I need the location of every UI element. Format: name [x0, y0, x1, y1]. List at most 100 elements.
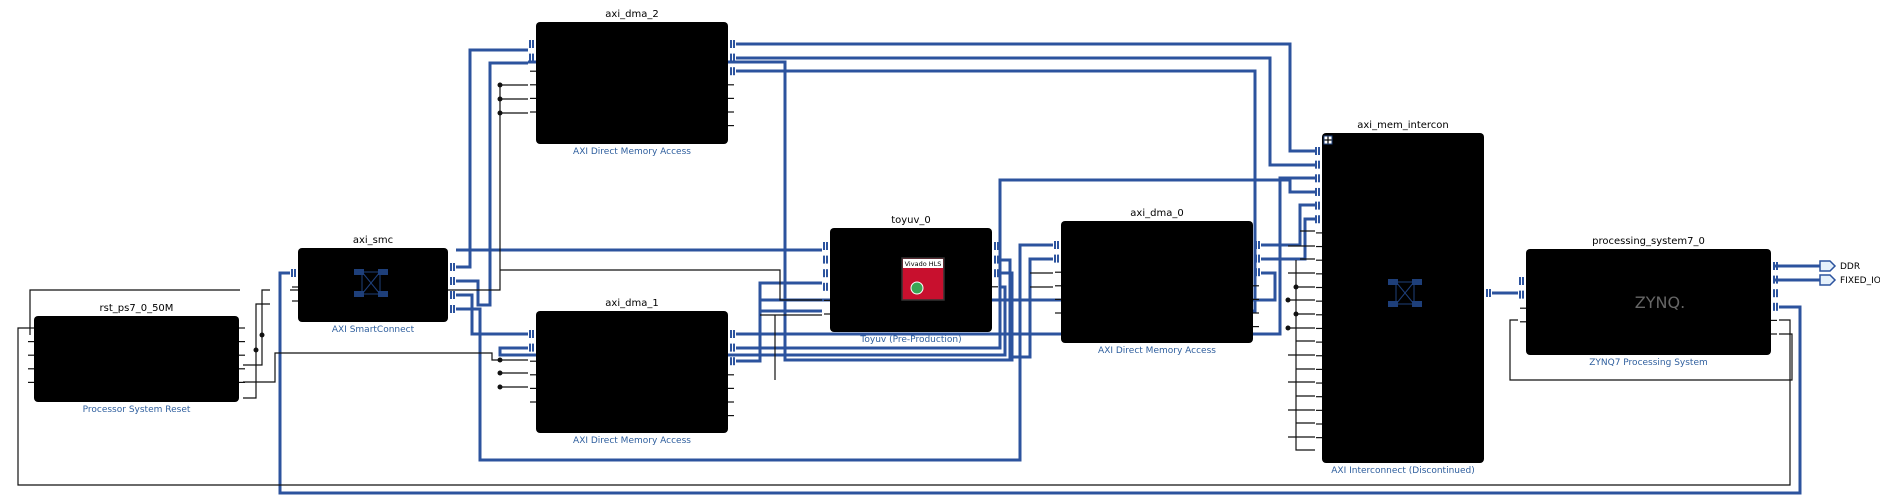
intercon-in-port[interactable]: M00_ARESETN	[1327, 297, 1382, 306]
intercon-in-port[interactable]: S04_ARESETN	[1327, 406, 1380, 415]
axi_dma_2-in-port[interactable]: m_axi_s2mm_aclk	[541, 94, 610, 103]
axi_dma_1-out-port[interactable]: M_AXI_S2MM	[664, 344, 713, 353]
ps7-in-port[interactable]: M_AXI_GP0_ACLK	[1531, 304, 1597, 313]
axi_smc-in-port[interactable]: aresetn	[303, 297, 332, 306]
axi_dma_2-out-port[interactable]: M_AXI_MM2S	[664, 40, 713, 49]
intercon-in-port[interactable]: S04_ACLK	[1327, 393, 1365, 402]
axi_dma_1-in-port[interactable]: axi_resetn	[541, 398, 580, 407]
intercon-in-port[interactable]: ARESETN	[1327, 243, 1362, 252]
toyuv_0-in-port[interactable]: ch_g	[845, 269, 863, 278]
axi_dma_1-in-port[interactable]: s_axi_lite_aclk	[541, 357, 595, 366]
external-port-ddr[interactable]: DDR	[1773, 260, 1860, 272]
ps7-out-port[interactable]: FCLK_RESET0_N	[1705, 330, 1766, 339]
axi_dma_2-in-port[interactable]: S_AXI_LITE	[551, 40, 592, 49]
axi_dma_0-in-port[interactable]: S_AXIS_S2MM	[1076, 255, 1128, 264]
axi_dma_2-in-port[interactable]: S_AXIS_S2MM	[551, 54, 603, 63]
axi_dma_0-out-port[interactable]: M_AXI_MM2S	[1189, 241, 1238, 250]
rst-in-port[interactable]: slowest_sync_clk	[39, 324, 103, 333]
toyuv_0-out-port[interactable]: ch_u	[960, 256, 978, 265]
axi_dma_0-in-port[interactable]: s_axi_lite_aclk	[1066, 268, 1120, 277]
ps7-out-port[interactable]: USBIND_0	[1718, 289, 1756, 298]
axi_dma_1-body[interactable]	[536, 311, 728, 433]
axi_dma_1-in-port[interactable]: S_AXI_LITE	[551, 330, 592, 339]
axi_dma_0-out-port[interactable]: mm2s_prmry_reset_out_n	[1151, 282, 1248, 291]
toyuv_0-in-port[interactable]: s_axi_control	[845, 242, 894, 251]
axi_dma_0-out-port[interactable]: M_AXI_S2MM	[1189, 255, 1238, 264]
rst-out-port[interactable]: interconnect_aresetn[0:0]	[137, 365, 234, 374]
rst-out-port[interactable]: mb_reset	[199, 324, 234, 333]
axi_dma_2-body[interactable]	[536, 22, 728, 144]
intercon-in-port[interactable]: S01_AXI	[1337, 161, 1368, 170]
axi_dma_1-out-port[interactable]: mm2s_introut	[671, 398, 723, 407]
intercon-in-port[interactable]: S04_AXI	[1337, 202, 1368, 211]
intercon-in-port[interactable]: S05_ACLK	[1327, 420, 1365, 429]
axi_smc-in-port[interactable]: aclk	[303, 283, 319, 292]
rst-out-port[interactable]: bus_struct_reset[0:0]	[154, 338, 234, 347]
axi_dma_0-in-port[interactable]: m_axi_s2mm_aclk	[1066, 295, 1135, 304]
intercon-in-port[interactable]: S00_AXI	[1337, 147, 1368, 156]
toyuv_0-in-port[interactable]: ch_r	[845, 256, 862, 265]
ps7-out-port[interactable]: DDR	[1739, 262, 1756, 271]
axi_dma_0-out-port[interactable]: M_AXIS_MM2S	[1184, 268, 1238, 277]
axi_dma_2-in-port[interactable]: axi_resetn	[541, 108, 580, 117]
intercon-in-port[interactable]: S03_AXI	[1337, 188, 1368, 197]
rst-out-port[interactable]: peripheral_reset[0:0]	[155, 351, 234, 360]
ps7-body[interactable]	[1526, 249, 1771, 355]
rst-in-port[interactable]: aux_reset_in	[39, 351, 86, 360]
axi_dma_2-in-port[interactable]: m_axi_mm2s_aclk	[541, 81, 610, 90]
axi_dma_0-out-port[interactable]: s2mm_prmry_reset_out_n	[1151, 295, 1248, 304]
axi_dma_0-out-port[interactable]: s2mm_introut	[1196, 323, 1248, 332]
rst-in-port[interactable]: mb_debug_sys_rst	[39, 365, 108, 374]
axi_smc-out-port[interactable]: M01_AXI	[401, 277, 433, 286]
axi_dma_0-out-port[interactable]: mm2s_introut	[1196, 309, 1248, 318]
toyuv_0-in-port[interactable]: ap_rst_n	[835, 310, 867, 319]
axi_dma_1-out-port[interactable]: s2mm_introut	[671, 412, 723, 421]
axi_smc-out-port[interactable]: M00_AXI	[401, 263, 433, 272]
axi_dma_1-out-port[interactable]: mm2s_prmry_reset_out_n	[626, 371, 723, 380]
ps7-out-port[interactable]: FCLK_CLK0	[1724, 316, 1766, 325]
rst-in-port[interactable]: dcm_locked	[39, 378, 83, 387]
ps7-out-port[interactable]: M_AXI_GP0	[1714, 303, 1756, 312]
intercon-in-port[interactable]: S02_ACLK	[1327, 338, 1365, 347]
ps7-in-port[interactable]: S_AXI_HP0_FIFO_CTRL	[1541, 277, 1625, 286]
intercon-in-port[interactable]: S03_ACLK	[1327, 365, 1365, 374]
toyuv_0-in-port[interactable]: ap_clk	[835, 296, 859, 305]
rst-body[interactable]	[34, 316, 239, 402]
intercon-in-port[interactable]: S02_ARESETN	[1327, 352, 1380, 361]
axi_dma_0-in-port[interactable]: axi_resetn	[1066, 309, 1105, 318]
ps7-in-port[interactable]: S_AXI_HP0	[1541, 291, 1581, 300]
axi_dma_0-body[interactable]	[1061, 221, 1253, 343]
axi_smc-in-port[interactable]: S00_AXI	[313, 269, 344, 278]
toyuv_0-out-port[interactable]: interrupt	[954, 283, 987, 292]
intercon-in-port[interactable]: S00_ARESETN	[1327, 270, 1380, 279]
axi_dma_2-out-port[interactable]: mm2s_introut	[671, 108, 723, 117]
intercon-in-port[interactable]: ACLK	[1327, 229, 1347, 238]
rst-in-port[interactable]: ext_reset_in	[39, 338, 84, 347]
axi_dma_2-out-port[interactable]: M_AXI_S2MM	[664, 54, 713, 63]
intercon-in-port[interactable]: S05_AXI	[1337, 215, 1368, 224]
intercon-in-port[interactable]: S05_ARESETN	[1327, 434, 1380, 443]
intercon-in-port[interactable]: S02_AXI	[1337, 174, 1368, 183]
axi_dma_2-out-port[interactable]: s2mm_introut	[671, 122, 723, 131]
axi_dma_1-out-port[interactable]: s2mm_prmry_reset_out_n	[626, 384, 723, 393]
axi_dma_2-in-port[interactable]: s_axi_lite_aclk	[541, 67, 595, 76]
toyuv_0-out-port[interactable]: ch_v	[960, 269, 978, 278]
axi_dma_0-in-port[interactable]: S_AXI_LITE	[1076, 241, 1117, 250]
intercon-out-port[interactable]: M00_AXI	[1437, 289, 1469, 298]
axi_dma_1-out-port[interactable]: M_AXI_MM2S	[664, 330, 713, 339]
axi_dma_0-in-port[interactable]: m_axi_mm2s_aclk	[1066, 282, 1135, 291]
axi_dma_2-out-port[interactable]: M_AXIS_MM2S	[659, 67, 713, 76]
intercon-in-port[interactable]: S01_ARESETN	[1327, 324, 1380, 333]
axi_smc-out-port[interactable]: M02_AXI	[401, 291, 433, 300]
ps7-in-port[interactable]: S_AXI_HP0_ACLK	[1531, 318, 1595, 327]
rst-out-port[interactable]: peripheral_aresetn[0:0]	[146, 378, 235, 387]
intercon-in-port[interactable]: S03_ARESETN	[1327, 379, 1380, 388]
intercon-in-port[interactable]: S01_ACLK	[1327, 311, 1365, 320]
axi_dma_1-in-port[interactable]: m_axi_mm2s_aclk	[541, 371, 610, 380]
axi_dma_2-out-port[interactable]: mm2s_prmry_reset_out_n	[626, 81, 723, 90]
